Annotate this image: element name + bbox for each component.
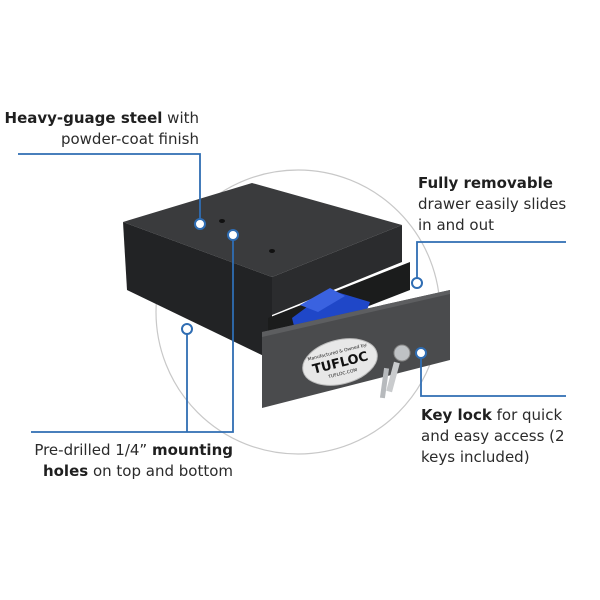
steel-caption-rest: with [162,109,199,127]
steel-caption-line2: powder-coat finish [60,130,199,148]
steel-caption-bold: Heavy-guage steel [4,109,163,127]
lock-caption-line3: keys included) [421,448,530,466]
lock-caption-bold: Key lock [421,406,492,424]
steel-caption: Heavy-guage steel with powder-coat finis… [5,108,199,150]
holes-caption-bold1: mounting [151,441,233,459]
lock-callout-line [420,353,566,397]
keys [379,367,390,399]
holes-callout-line [31,235,234,433]
steel-callout-line [18,153,201,224]
lock-callout-dot [415,347,427,359]
drawer-caption-line3: in and out [418,216,494,234]
holes-caption-text: Pre-drilled 1/4” [34,441,152,459]
top-hole-callout-dot [227,229,239,241]
drawer-callout-line [416,241,566,283]
holes-caption-rest: on top and bottom [88,462,233,480]
drawer-caption-bold: Fully removable [418,174,553,192]
bottom-hole-callout-dot [181,323,193,335]
brand-label [302,338,378,386]
steel-callout-dot [194,218,206,230]
lock-caption: Key lock for quick and easy access (2 ke… [421,405,565,468]
drawer-callout-dot [411,277,423,289]
drawer-caption: Fully removable drawer easily slides in … [418,173,566,236]
lock-caption-rest: for quick [491,406,563,424]
holes-caption: Pre-drilled 1/4” mounting holes on top a… [34,440,233,482]
key-lock[interactable] [393,344,411,362]
drawer-caption-line2: drawer easily slides [418,195,567,213]
lock-caption-line2: and easy access (2 [421,427,565,445]
lockbox: Manufactured & Owned by: TUFLOC TUFLOC.C… [123,183,450,408]
holes-caption-bold2: holes [42,462,89,480]
